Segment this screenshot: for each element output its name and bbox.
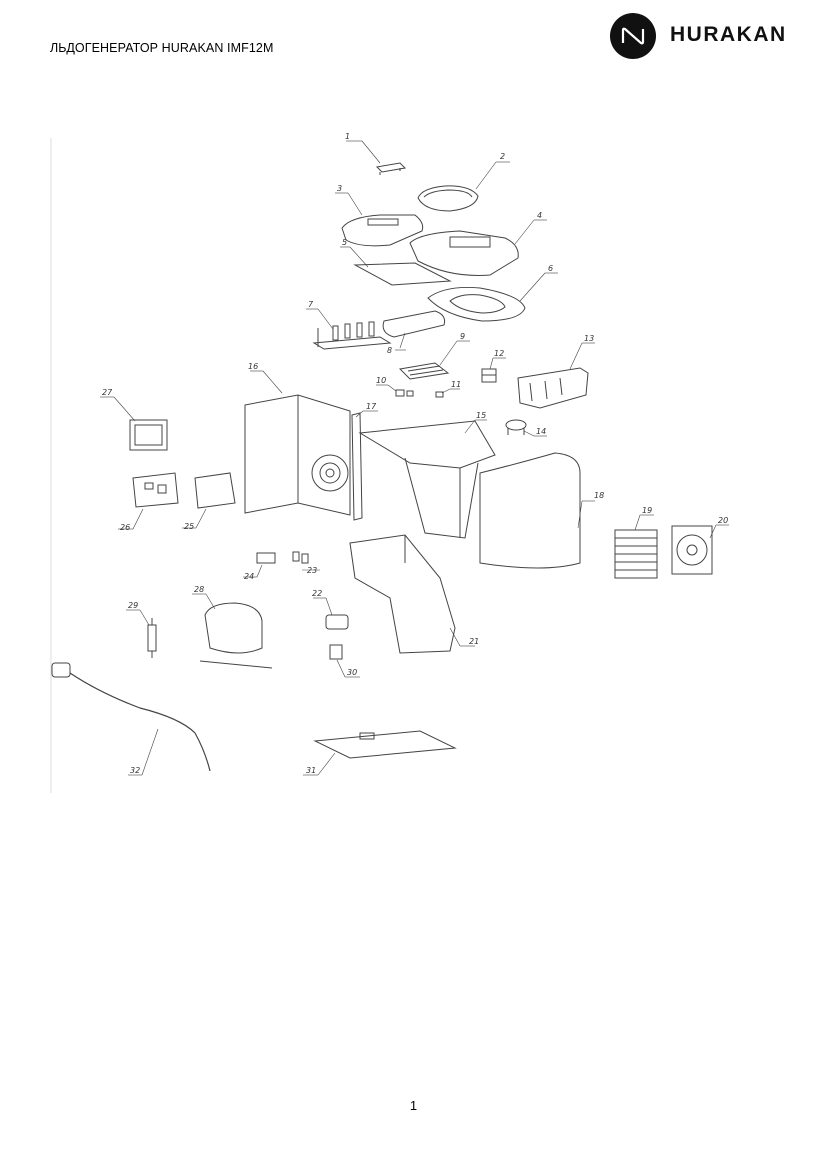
part-label-18: 18 (594, 491, 604, 500)
part-19 (614, 514, 658, 579)
part-28 (192, 593, 273, 669)
page-number: 1 (409, 1098, 418, 1113)
part-11 (435, 388, 460, 398)
part-label-8: 8 (387, 346, 392, 355)
part-1 (346, 140, 407, 175)
part-label-5: 5 (342, 238, 347, 247)
part-20 (671, 524, 729, 575)
part-8 (382, 310, 446, 351)
part-14 (505, 419, 547, 437)
part-label-32: 32 (130, 766, 140, 775)
part-label-14: 14 (536, 427, 546, 436)
logo-text: HURAKAN (670, 23, 787, 46)
part-label-26: 26 (120, 523, 130, 532)
part-6 (427, 272, 558, 322)
part-4 (409, 219, 547, 276)
part-label-20: 20 (718, 516, 728, 525)
part-17 (351, 410, 378, 521)
part-label-25: 25 (184, 522, 194, 531)
part-label-11: 11 (451, 380, 461, 389)
part-29 (126, 609, 157, 658)
part-label-15: 15 (476, 411, 486, 420)
part-26 (118, 472, 179, 530)
part-label-17: 17 (366, 402, 377, 411)
part-31 (303, 730, 457, 776)
part-label-1: 1 (345, 133, 350, 141)
part-label-21: 21 (469, 637, 479, 646)
part-13 (517, 342, 595, 409)
part-12 (481, 357, 506, 383)
exploded-parts-diagram: 1 2 3 4 5 6 7 8 9 10 11 12 13 14 15 16 1… (50, 132, 780, 795)
brand-logo: HURAKAN (610, 13, 785, 59)
part-label-9: 9 (460, 332, 465, 341)
part-label-27: 27 (102, 388, 113, 397)
part-24 (243, 552, 276, 578)
part-label-31: 31 (306, 766, 316, 775)
part-label-7: 7 (308, 300, 314, 309)
part-22 (313, 597, 349, 630)
part-label-10: 10 (376, 376, 386, 385)
part-25 (182, 472, 236, 529)
part-label-22: 22 (312, 589, 322, 598)
part-2 (417, 161, 510, 212)
part-3 (335, 192, 424, 247)
part-label-28: 28 (194, 585, 204, 594)
part-label-30: 30 (347, 668, 357, 677)
part-27 (100, 396, 168, 451)
part-7 (306, 308, 392, 350)
part-label-3: 3 (337, 184, 342, 193)
part-label-4: 4 (537, 211, 542, 220)
part-30 (329, 644, 360, 678)
part-label-2: 2 (500, 152, 505, 161)
part-18 (479, 452, 595, 569)
part-label-19: 19 (642, 506, 652, 515)
part-16 (244, 370, 351, 516)
part-label-29: 29 (128, 601, 138, 610)
part-label-16: 16 (248, 362, 258, 371)
document-title: ЛЬДОГЕНЕРАТОР HURAKAN IMF12M (50, 41, 274, 55)
part-9 (398, 340, 470, 380)
part-label-12: 12 (494, 349, 504, 358)
part-label-24: 24 (244, 572, 254, 581)
part-15 (358, 419, 496, 539)
part-21 (349, 534, 475, 654)
part-32 (51, 662, 211, 776)
part-10 (376, 384, 414, 397)
part-5 (340, 246, 452, 286)
logo-mark-icon (610, 13, 656, 59)
part-label-23: 23 (307, 566, 317, 575)
part-label-6: 6 (548, 264, 553, 273)
part-label-13: 13 (584, 334, 594, 343)
part-23 (292, 551, 320, 571)
